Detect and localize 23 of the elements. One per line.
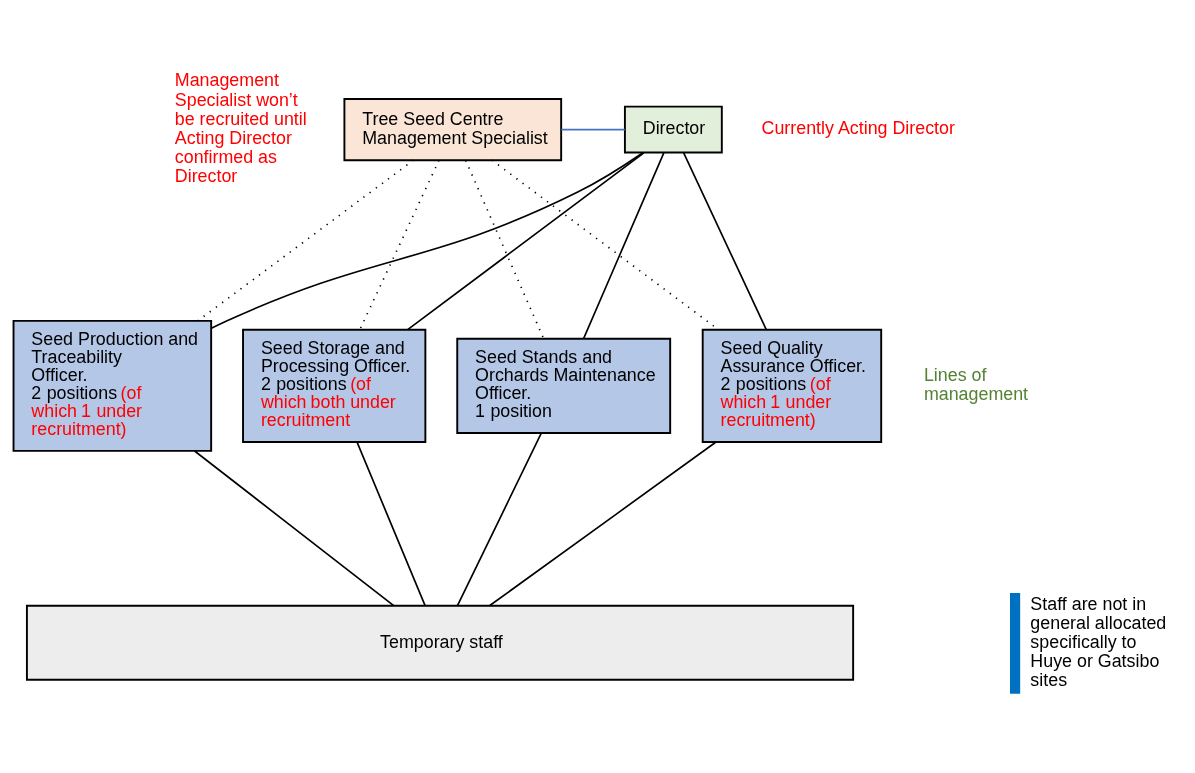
connector [197, 159, 415, 322]
connector [356, 441, 426, 607]
connector [489, 441, 717, 607]
connector [464, 159, 545, 340]
label: Lines of management [923, 365, 1029, 405]
label: Management Specialist won’t be recruited until Acting Director confirmed as Director [174, 70, 307, 187]
node-box: Seed Production and Traceability Officer. 2 positions (of which 1 under recruitment) [12, 319, 213, 452]
node-label: Currently Acting Director [761, 118, 955, 139]
connector [582, 152, 665, 340]
label: Staff are not in general allocated specifically to Huye or Gatsibo sites [1030, 593, 1167, 691]
connector [359, 159, 440, 331]
connector [456, 432, 543, 607]
node-box: Director [623, 105, 723, 154]
node-box: Temporary staff [25, 604, 855, 681]
node-box: Seed Quality Assurance Officer. 2 positions (of which 1 under recruitment) [701, 328, 883, 443]
connector [682, 152, 768, 331]
node-box: Tree Seed Centre Management Specialist [343, 98, 563, 162]
connector [210, 151, 644, 330]
connector [193, 450, 395, 607]
node-box: Seed Storage and Processing Officer. 2 positions (of which both under recruitment [242, 328, 427, 443]
connector [406, 152, 645, 331]
connector [560, 128, 626, 131]
node-box: Seed Stands and Orchards Maintenance Officer. 1 position [456, 337, 672, 434]
